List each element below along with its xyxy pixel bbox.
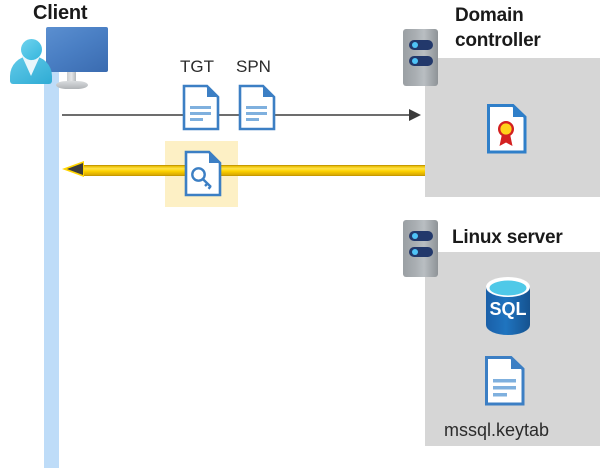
keytab-document-icon [484,355,526,407]
server-led-icon [412,233,418,239]
linux-server-title: Linux server [452,227,563,248]
response-arrow-dc-to-client [62,161,425,178]
domain-controller-title-line1: Domain [455,5,524,26]
server-led-icon [412,58,418,64]
spn-label: SPN [236,57,271,76]
sql-database-icon: SQL [481,275,535,337]
keytab-filename-label: mssql.keytab [444,420,550,440]
client-workstation-icon [34,27,108,89]
server-led-icon [412,42,418,48]
certificate-document-icon [486,103,528,155]
client-lifeline [44,70,59,468]
server-led-icon [412,249,418,255]
monitor-screen-icon [46,27,108,72]
tgt-document-icon [182,84,220,131]
spn-document-icon [238,84,276,131]
monitor-base-icon [56,81,88,89]
arrow-head-inner-icon [67,163,83,175]
domain-controller-server-icon [403,29,438,86]
server-bay-icon [409,231,433,241]
tgt-label: TGT [180,57,214,76]
linux-server-server-icon [403,220,438,277]
sql-database-label: SQL [489,299,526,319]
client-title: Client [33,2,88,24]
server-bay-icon [409,56,433,66]
request-arrow-client-to-dc [62,109,421,121]
arrow-shaft [82,165,425,176]
arrow-head-icon [409,109,421,121]
domain-controller-title-line2: controller [455,30,541,51]
server-bay-icon [409,40,433,50]
monitor-stand-icon [67,72,76,83]
server-bay-icon [409,247,433,257]
key-document-icon [184,150,222,197]
person-head-icon [21,39,42,60]
arrow-shaft [62,114,411,116]
domain-controller-title: Domain controller [455,3,595,53]
user-person-icon [10,39,52,84]
